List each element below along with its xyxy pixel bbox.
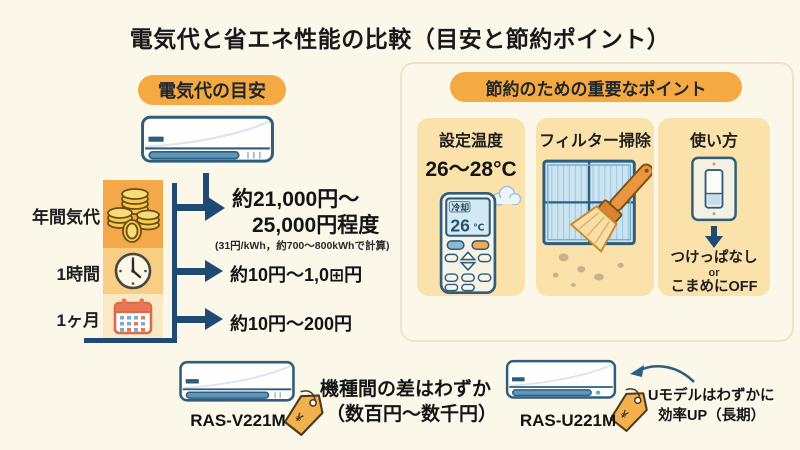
hourly-cost-value: 約10円〜1,0⊞円 [230, 265, 363, 285]
brush-icon [569, 163, 652, 253]
monthly-cost-icon-box [103, 294, 163, 338]
arrow-bar-2 [177, 268, 206, 275]
row-label-month: 1ヶ月 [56, 311, 100, 330]
annual-cost-note: (31円/kWh，約700〜800kWhで計算) [215, 240, 390, 252]
connector-foot-line [84, 338, 177, 343]
temperature-range-value: 26〜28°C [425, 158, 517, 181]
row-label-hour: 1時間 [56, 265, 100, 284]
svg-text:26: 26 [450, 216, 470, 236]
arrow-head-icon-2 [205, 260, 223, 282]
tips-panel-border [400, 62, 794, 342]
usage-or-label: or [708, 267, 720, 279]
tip-card-usage-title: 使い方 [689, 133, 738, 150]
calendar-icon [113, 298, 153, 335]
arrow-bar-3 [177, 316, 206, 323]
ac-unit-main-illustration [141, 115, 274, 163]
price-tag-icon-left: ¥ [284, 390, 324, 436]
curved-arrow-icon [630, 364, 695, 383]
model-label-right: RAS-U221M [519, 411, 617, 430]
coins-icon [107, 188, 160, 243]
annual-cost-icon-box [103, 180, 163, 248]
tip-card-filter: フィルター掃除 [536, 118, 654, 296]
row-label-annual: 年間気代 [32, 208, 100, 227]
difference-note-line1: 機種間の差はわずか [320, 379, 492, 400]
cost-section-header: 電気代の目安 [138, 75, 286, 105]
dust-icon [552, 253, 624, 287]
usage-option-1: つけっぱなし [670, 250, 758, 266]
hourly-cost-icon-box [103, 248, 163, 294]
difference-note-line2: （数百円〜数千円） [326, 404, 498, 425]
model-label-left: RAS-V221M [190, 411, 286, 430]
arrow-head-icon-1 [205, 195, 225, 221]
tip-card-filter-title: フィルター掃除 [539, 133, 651, 150]
tips-section-header: 節約のための重要なポイント [450, 72, 742, 102]
connector-trunk-line [172, 183, 177, 343]
remote-control-icon: 冷却 26 ℃ [439, 191, 497, 295]
svg-text:℃: ℃ [473, 223, 484, 233]
arrow-head-icon-3 [205, 308, 223, 330]
annual-cost-value-line2: 25,000円程度 [252, 214, 380, 237]
clock-icon [114, 252, 152, 290]
tip-card-temperature-title: 設定温度 [438, 133, 503, 150]
u-model-note-line2: 効率UP（長期） [658, 408, 766, 424]
light-switch-icon [691, 156, 737, 222]
ac-unit-v-model-illustration [179, 360, 295, 402]
arrow-bar-1 [177, 204, 206, 211]
u-model-note-line1: Uモデルはわずかに [648, 388, 775, 404]
annual-cost-value-line1: 約21,000円〜 [232, 188, 360, 211]
filter-cleaning-illustration [542, 159, 652, 287]
down-arrow-icon [705, 225, 723, 248]
cloud-icon [492, 185, 522, 206]
usage-option-2: こまめにOFF [670, 279, 758, 295]
ac-unit-u-model-illustration [505, 359, 617, 399]
page-title: 電気代と省エネ性能の比較（目安と節約ポイント） [129, 26, 671, 52]
tip-card-usage: 使い方 つけっぱなし or こまめにOFF [658, 118, 770, 296]
tip-card-temperature: 設定温度 26〜28°C 冷却 26 ℃ [417, 118, 525, 296]
svg-text:冷却: 冷却 [451, 201, 469, 212]
price-tag-icon-right: ¥ [610, 388, 648, 432]
monthly-cost-value: 約10円〜200円 [230, 314, 353, 334]
connector-ac-drop-line [203, 173, 209, 206]
